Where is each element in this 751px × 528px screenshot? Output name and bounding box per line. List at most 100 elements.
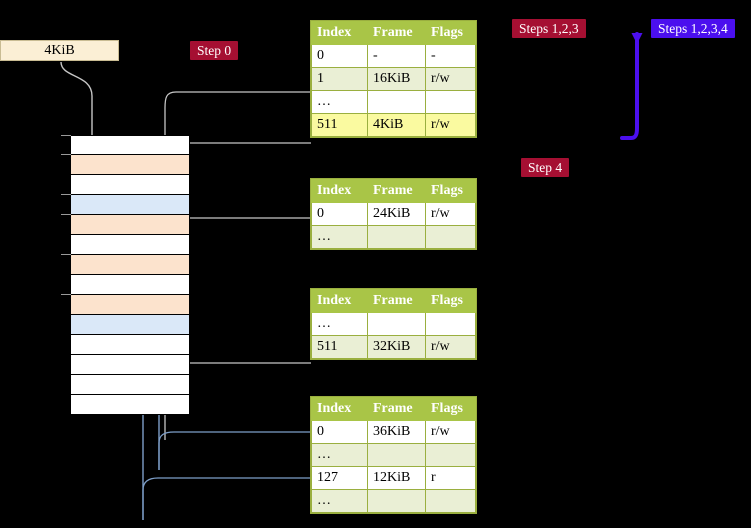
badge-steps-1234: Steps 1,2,3,4 <box>651 19 735 38</box>
column-header-flags: Flags <box>425 21 476 45</box>
cell-index: … <box>311 90 368 114</box>
memory-frame-row <box>70 355 190 375</box>
badge-step-0: Step 0 <box>190 41 239 60</box>
cell-flags <box>425 225 476 249</box>
cell-index: 127 <box>311 466 368 490</box>
memory-tick-mark <box>61 194 71 195</box>
memory-frame-row <box>70 395 190 415</box>
violet-bracket-arrow <box>620 32 643 140</box>
cell-frame <box>367 225 426 249</box>
cell-frame: 12KiB <box>367 466 426 490</box>
cell-index: 0 <box>311 44 368 68</box>
cell-frame: 32KiB <box>367 335 426 359</box>
cell-index: … <box>311 489 368 513</box>
cell-frame: - <box>367 44 426 68</box>
cell-frame <box>367 312 426 336</box>
badge-step-4-label: Step 4 <box>528 159 563 175</box>
column-header-index: Index <box>311 21 368 45</box>
memory-frame-row <box>70 275 190 295</box>
wire-t1-511-to-memory <box>176 142 311 156</box>
cell-index: 0 <box>311 420 368 444</box>
cell-frame <box>367 443 426 467</box>
cell-index: … <box>311 312 368 336</box>
cell-flags: r/w <box>425 67 476 91</box>
memory-frame-row <box>61 194 190 215</box>
cell-index: 1 <box>311 67 368 91</box>
column-header-flags: Flags <box>425 397 476 421</box>
column-header-index: Index <box>311 397 368 421</box>
memory-frame-row <box>61 214 190 235</box>
cell-index: … <box>311 225 368 249</box>
cell-frame: 16KiB <box>367 67 426 91</box>
memory-frame-row <box>61 254 190 275</box>
memory-tick-mark <box>61 214 71 215</box>
cell-index: 0 <box>311 202 368 226</box>
cell-flags <box>425 443 476 467</box>
memory-frame-row <box>70 375 190 395</box>
column-header-frame: Frame <box>367 397 426 421</box>
memory-tick-mark <box>61 135 71 136</box>
cell-flags <box>425 90 476 114</box>
memory-frame-row <box>70 175 190 195</box>
cell-frame: 36KiB <box>367 420 426 444</box>
column-header-frame: Frame <box>367 21 426 45</box>
memory-tick-mark <box>61 254 71 255</box>
cell-index: 511 <box>311 113 368 137</box>
badge-steps-1234-label: Steps 1,2,3,4 <box>658 20 728 36</box>
table-row: … <box>311 443 476 467</box>
column-header-frame: Frame <box>367 179 426 203</box>
table-row: … <box>311 312 476 336</box>
table-row: … <box>311 225 476 249</box>
memory-size-label: 4KiB <box>44 42 75 58</box>
cell-flags: r/w <box>425 113 476 137</box>
cell-frame <box>367 90 426 114</box>
physical-memory-column <box>61 135 190 415</box>
cell-flags: r/w <box>425 420 476 444</box>
badge-steps-123-label: Steps 1,2,3 <box>519 20 579 36</box>
cell-flags <box>425 312 476 336</box>
cell-frame: 24KiB <box>367 202 426 226</box>
badge-steps-123: Steps 1,2,3 <box>512 19 586 38</box>
memory-frame-row <box>61 135 190 155</box>
memory-size-box: 4KiB <box>0 40 119 61</box>
table-row: 0-- <box>311 44 476 68</box>
memory-frame-row <box>70 335 190 355</box>
badge-step-0-label: Step 0 <box>197 42 232 58</box>
cell-frame: 4KiB <box>367 113 426 137</box>
memory-frame-row <box>61 294 190 315</box>
cell-flags: r <box>425 466 476 490</box>
memory-frame-row <box>61 154 190 175</box>
wire-t2-row0-to-memory <box>177 217 311 238</box>
column-header-index: Index <box>311 289 368 313</box>
table-row: … <box>311 489 476 513</box>
column-header-frame: Frame <box>367 289 426 313</box>
column-header-flags: Flags <box>425 289 476 313</box>
cell-index: 511 <box>311 335 368 359</box>
memory-tick-mark <box>61 294 71 295</box>
column-header-index: Index <box>311 179 368 203</box>
memory-tick-mark <box>61 154 71 155</box>
cell-flags <box>425 489 476 513</box>
table-row: … <box>311 90 476 114</box>
cell-flags: r/w <box>425 202 476 226</box>
badge-step-4: Step 4 <box>521 158 570 177</box>
wire-t3-511-to-memory <box>178 322 311 364</box>
memory-frame-row <box>70 315 190 335</box>
cell-frame <box>367 489 426 513</box>
cell-flags: - <box>425 44 476 68</box>
cell-index: … <box>311 443 368 467</box>
column-header-flags: Flags <box>425 179 476 203</box>
